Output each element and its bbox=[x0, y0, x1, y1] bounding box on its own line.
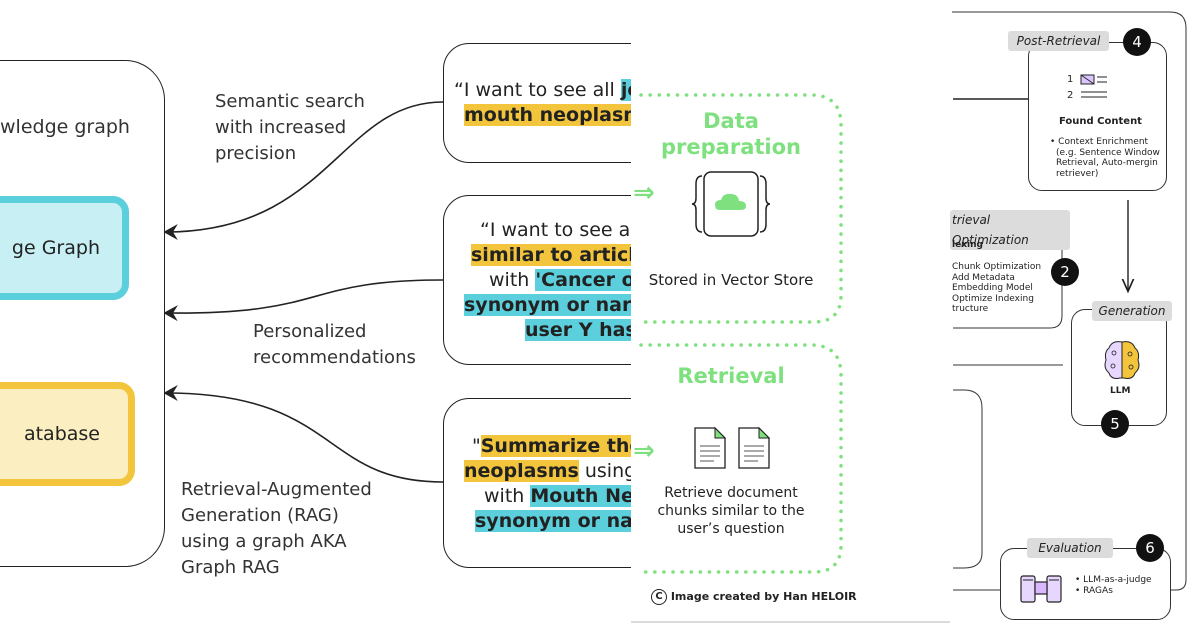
semantic-search-arrow bbox=[163, 101, 444, 240]
list-num-2: 2 bbox=[1067, 90, 1074, 101]
stored-vector-store-text: Stored in Vector Store bbox=[648, 271, 814, 289]
connector-lines bbox=[163, 101, 444, 483]
generation-pill: Generation bbox=[1092, 301, 1172, 321]
knowledge-graph-label: ge Graph bbox=[11, 237, 100, 259]
knowledge-graph-caption: wledge graph bbox=[0, 116, 130, 138]
retrieval-optimization-pill: trieval Optimization bbox=[950, 210, 1070, 250]
dotted-frames bbox=[631, 93, 950, 623]
vector-store-icon bbox=[691, 171, 771, 237]
data-prep-arrow-icon: ⇒ bbox=[633, 178, 655, 208]
brain-icon bbox=[1104, 341, 1140, 379]
step-4-badge: 4 bbox=[1123, 28, 1151, 56]
copyright-icon: C bbox=[651, 589, 667, 605]
knowledge-graph-box: ge Graph bbox=[0, 196, 129, 300]
indexing-title: lexing bbox=[952, 240, 983, 250]
graph-rag-arrow bbox=[163, 385, 444, 483]
image-credit: C Image created by Han HELOIR bbox=[651, 589, 857, 605]
evaluation-pill: Evaluation bbox=[1027, 538, 1113, 558]
evaluation-list: • LLM-as-a-judge• RAGAs bbox=[1075, 575, 1152, 596]
database-box: atabase bbox=[0, 382, 135, 486]
query-box-similar-articles: “I want to see all jo similar to article… bbox=[443, 195, 665, 365]
step-2-badge: 2 bbox=[1051, 258, 1079, 286]
list-num-1: 1 bbox=[1067, 74, 1074, 85]
llm-label: LLM bbox=[1110, 386, 1131, 396]
step-5-badge: 5 bbox=[1101, 410, 1129, 438]
binoculars-icon bbox=[1020, 575, 1062, 603]
retrieval-title: Retrieval bbox=[677, 364, 785, 388]
post-retrieval-pill: Post-Retrieval bbox=[1008, 31, 1109, 51]
retrieval-arrow-icon: ⇒ bbox=[633, 436, 655, 466]
found-content-box bbox=[1028, 42, 1167, 191]
query-box-summarize: "Summarize thera neoplasms using or with… bbox=[443, 398, 665, 568]
database-label: atabase bbox=[23, 423, 100, 445]
personalized-arrow bbox=[163, 279, 444, 322]
found-content-title: Found Content bbox=[1059, 116, 1142, 127]
document-chunks-icon bbox=[694, 426, 771, 469]
ranked-list-icon bbox=[1080, 74, 1107, 98]
step-6-badge: 6 bbox=[1136, 534, 1164, 562]
found-content-bullets: • Context Enrichment (e.g. Sentence Wind… bbox=[1050, 137, 1160, 179]
